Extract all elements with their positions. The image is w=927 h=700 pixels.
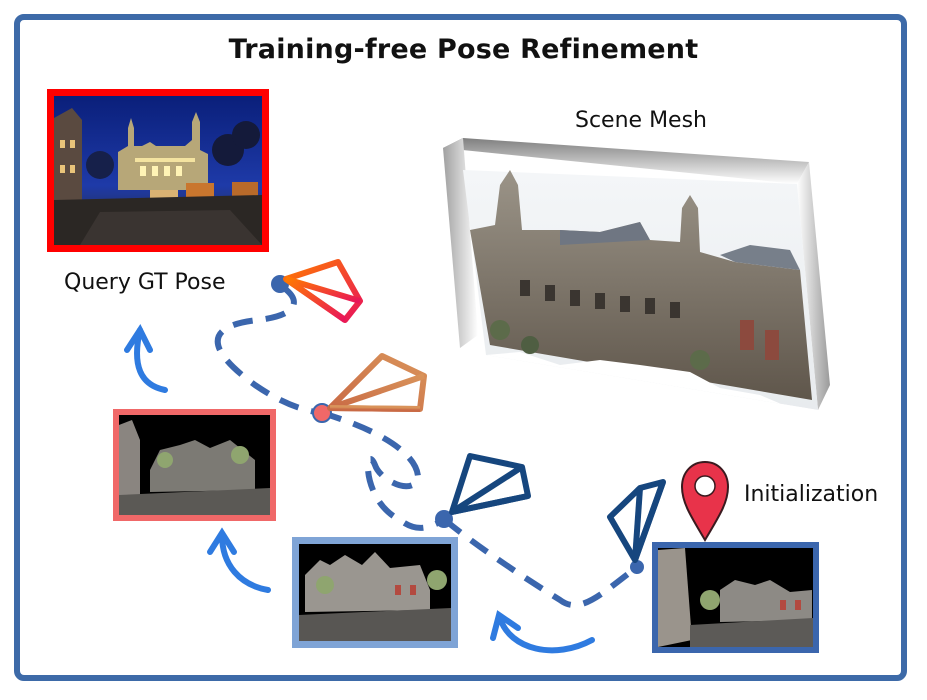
query-gt-pose-label: Query GT Pose [64,270,226,295]
scene-mesh [443,138,830,412]
arrow-to-step2 [497,615,595,654]
step2-camera-icon [449,453,531,515]
refined-render-step1 [113,409,276,521]
init-camera-icon [607,479,666,563]
initialization-image [652,542,819,653]
arrow-to-gt [134,327,168,393]
init-pose-point [630,560,644,574]
step1-camera-icon [327,353,427,412]
pose-trajectory [214,285,639,609]
initialization-label: Initialization [744,482,879,507]
gt-camera-icon [283,259,363,323]
figure-title: Training-free Pose Refinement [228,34,699,65]
step2-pose-point [435,510,453,528]
refined-render-step2 [292,537,458,648]
scene-mesh-label: Scene Mesh [575,108,707,133]
refinement-arrows [124,323,595,654]
step1-pose-point [312,403,332,423]
location-pin-icon [680,460,730,542]
arrow-to-step1 [219,532,271,593]
query-image [47,89,269,252]
